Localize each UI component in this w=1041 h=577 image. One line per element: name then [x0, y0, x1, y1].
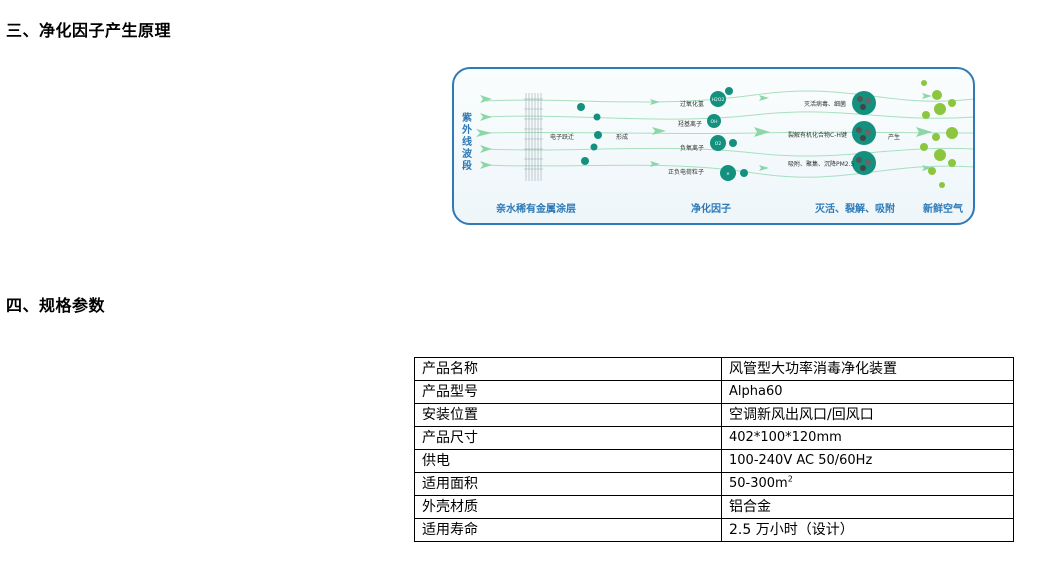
table-row: 供电 100-240V AC 50/60Hz [414, 449, 1014, 473]
h2o2-label: 过氧化氢 [680, 101, 705, 108]
spec-key: 外壳材质 [414, 495, 722, 519]
table-row: 安装位置 空调新风出风口/回风口 [414, 403, 1014, 427]
flow-lines [483, 90, 973, 178]
spec-key: 产品型号 [414, 380, 722, 404]
spec-table: 产品名称 风管型大功率消毒净化装置 产品型号 Alpha60 安装位置 空调新风… [414, 357, 1014, 542]
metal-coating-mesh [524, 93, 543, 181]
form-label: 形成 [616, 134, 629, 141]
spec-value: 风管型大功率消毒净化装置 [721, 357, 1014, 381]
o2-molecule-label: O2 [715, 141, 722, 147]
table-row: 适用寿命 2.5 万小时（设计） [414, 518, 1014, 542]
spec-key: 安装位置 [414, 403, 722, 427]
fresh-air-bubbles [920, 80, 958, 188]
oh-molecule-label: OH [711, 119, 718, 125]
pollutant-clusters [852, 91, 876, 175]
section-4-title: 四、规格参数 [6, 296, 106, 315]
spec-key: 适用寿命 [414, 518, 722, 542]
electron-transition-label: 电子跃迁 [550, 134, 575, 141]
spec-value: 402*100*120mm [721, 426, 1014, 450]
table-row: 产品名称 风管型大功率消毒净化装置 [414, 357, 1014, 381]
e-molecule-label: e [727, 172, 730, 177]
section-3-title: 三、净化因子产生原理 [6, 21, 172, 40]
decompose-label: 裂解有机化合物C-H键 [788, 132, 847, 139]
hydroxyl-label: 羟基离子 [678, 121, 703, 128]
kill-virus-label: 灭活病毒、细菌 [804, 101, 847, 108]
charged-particles-label: 正负电荷粒子 [668, 169, 705, 176]
negative-oxygen-label: 负氧离子 [680, 145, 705, 152]
stage-fresh-air: 新鲜空气 [923, 204, 963, 215]
table-row: 外壳材质 铝合金 [414, 495, 1014, 519]
adsorb-label: 吸附、聚集、沉降PM2.5 [788, 161, 855, 168]
produce-label: 产生 [888, 134, 901, 141]
spec-key: 产品尺寸 [414, 426, 722, 450]
stage-inactivate: 灭活、裂解、吸附 [815, 204, 895, 215]
table-row: 产品型号 Alpha60 [414, 380, 1014, 404]
diagram-graphic: H2O2 OH O2 e [476, 80, 973, 188]
stage-metal-coating: 亲水稀有金属涂层 [496, 204, 576, 215]
flow-arrows [476, 93, 932, 171]
h2o2-molecule-label: H2O2 [712, 97, 725, 103]
spec-key: 适用面积 [414, 472, 722, 496]
area-superscript: 2 [787, 474, 793, 484]
electron-dots [577, 103, 602, 165]
spec-value: Alpha60 [721, 380, 1014, 404]
table-row: 适用面积 50-300m2 [414, 472, 1014, 496]
spec-value: 2.5 万小时（设计） [721, 518, 1014, 542]
area-value: 50-300m [729, 476, 788, 491]
spec-value: 100-240V AC 50/60Hz [721, 449, 1014, 473]
factor-molecules [707, 87, 748, 181]
uv-band-label: 紫外线波段 [462, 113, 472, 172]
table-row: 产品尺寸 402*100*120mm [414, 426, 1014, 450]
spec-value: 空调新风出风口/回风口 [721, 403, 1014, 427]
spec-key: 供电 [414, 449, 722, 473]
stage-purification-factor: 净化因子 [691, 204, 731, 215]
spec-value: 50-300m2 [721, 472, 1014, 496]
purification-diagram: H2O2 OH O2 e 紫外线波段 电子跃迁 形成 过氧化氢 羟基 [452, 67, 975, 225]
spec-key: 产品名称 [414, 357, 722, 381]
spec-value: 铝合金 [721, 495, 1014, 519]
